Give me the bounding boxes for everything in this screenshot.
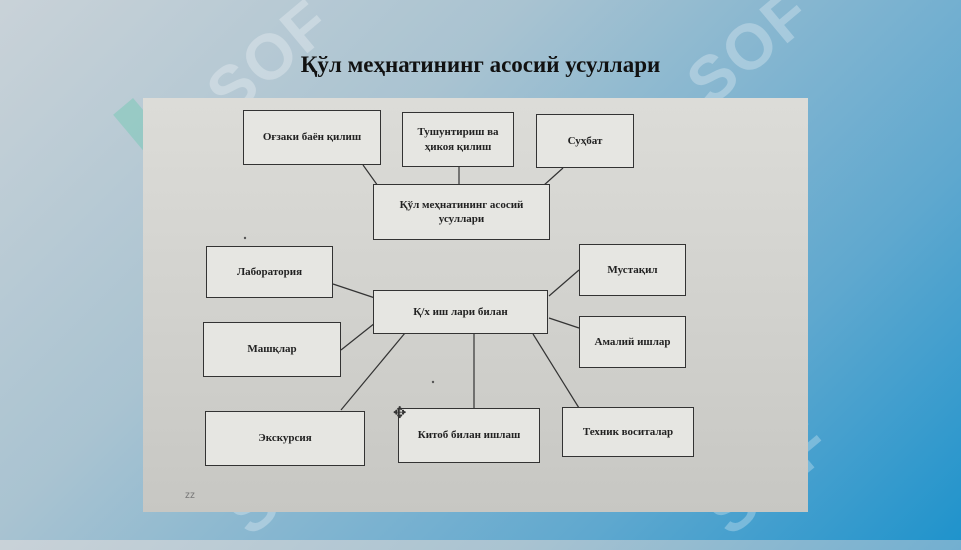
node-laboratory: Лаборатория [206,246,333,298]
connector [549,318,579,328]
node-center-mid: Қ/х иш лари билан [373,290,548,334]
node-practical-work: Амалий ишлар [579,316,686,368]
connector [533,334,579,408]
connector [549,270,579,296]
speck [244,237,246,239]
diagram-photo: Оғзаки баён қилиш Тушунтириш ва ҳикоя қи… [143,98,808,512]
node-technical-means: Техник воситалар [562,407,694,457]
node-excursion: Экскурсия [205,411,365,466]
node-oral-explanation: Оғзаки баён қилиш [243,110,381,165]
node-center-top: Қўл меҳнатининг асосий усуллари [373,184,550,240]
connector [341,333,405,410]
node-book-work: Китоб билан ишлаш [398,408,540,463]
connector [363,165,378,186]
connector [341,323,375,350]
slide-title: Қўл меҳнатининг асосий усуллари [0,52,961,78]
node-conversation: Суҳбат [536,114,634,168]
speck [432,381,434,383]
node-exercises: Машқлар [203,322,341,377]
move-cursor-icon: ✥ [393,403,406,422]
footer-mark: zz [185,490,195,501]
node-explanation-story: Тушунтириш ва ҳикоя қилиш [402,112,514,167]
connector [333,284,375,298]
node-independent: Мустақил [579,244,686,296]
